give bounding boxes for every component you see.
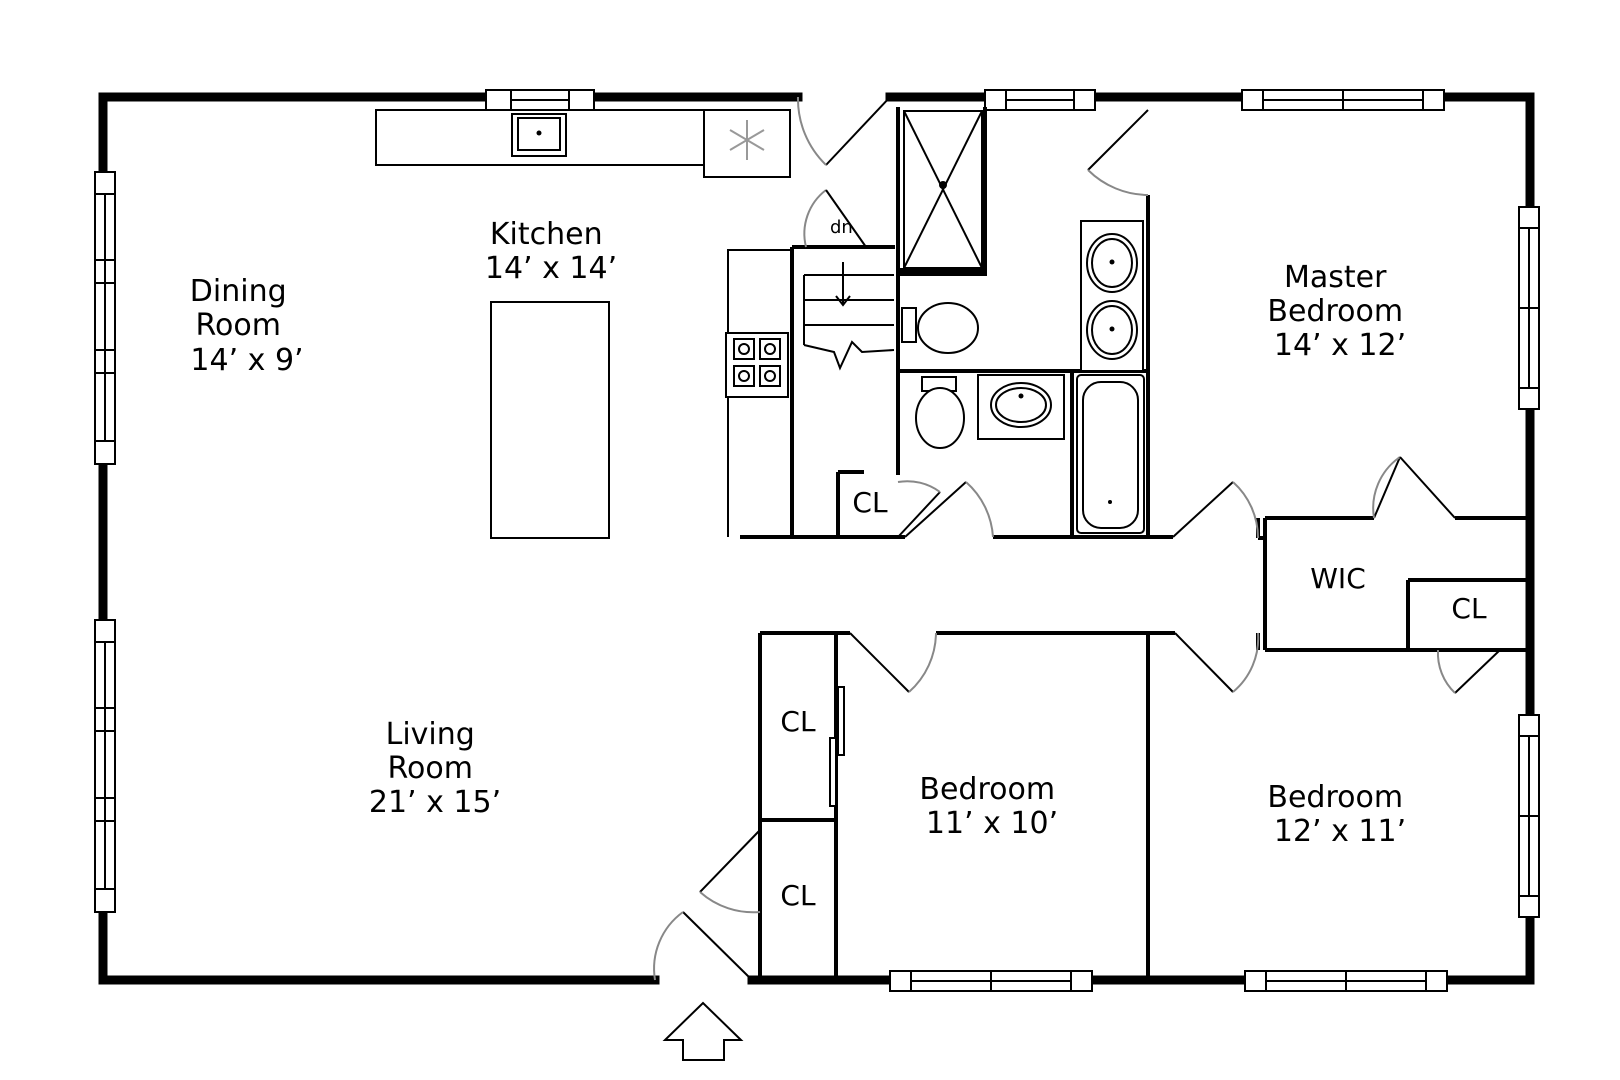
wic-closet-label: CL [1451, 592, 1487, 625]
snowflake-icon [729, 120, 765, 160]
interior-walls [740, 107, 1530, 980]
dining-room-label: Dining Room 14’ x 9’ [190, 274, 304, 378]
toilet-master-tank [901, 307, 917, 343]
bedroom-right-label: Bedroom 12’ x 11’ [1267, 780, 1412, 849]
toilet-master [917, 302, 979, 354]
window-bedroom-right-bottom [1244, 970, 1448, 992]
window-master-right [1518, 206, 1540, 410]
kitchen-label: Kitchen 14’ x 14’ [485, 217, 617, 286]
kitchen-closet-label: CL [852, 486, 888, 519]
closet-labels: CL WIC CL CL CL [780, 486, 1487, 912]
window-living-left [94, 619, 116, 913]
bathtub [1076, 374, 1145, 534]
window-bedroom-mid-bottom [889, 970, 1093, 992]
living-room-label: Living Room 21’ x 15’ [369, 717, 501, 820]
hall-closet-lower-label: CL [780, 879, 816, 912]
hall-closet-upper-label: CL [780, 705, 816, 738]
bath-fixtures [901, 110, 1145, 534]
room-labels: Dining Room 14’ x 9’ Kitchen 14’ x 14’ M… [190, 217, 1412, 849]
bedroom-mid-label: Bedroom 11’ x 10’ [919, 772, 1064, 841]
window-kitchen-top [485, 89, 595, 111]
refrigerator [703, 109, 791, 178]
window-dining-left [94, 171, 116, 465]
kitchen-island [490, 301, 610, 539]
master-bedroom-label: Master Bedroom 14’ x 12’ [1267, 260, 1412, 363]
window-bath-top [984, 89, 1096, 111]
side-counter [727, 249, 792, 537]
stairs-label: dn [830, 217, 853, 238]
stairs: dn [803, 217, 895, 371]
window-master-top [1241, 89, 1445, 111]
entry-arrow-icon [662, 1001, 744, 1061]
doors [653, 96, 1501, 981]
hall-sink [990, 382, 1052, 428]
windows [94, 89, 1540, 992]
wic-label: WIC [1310, 562, 1366, 595]
toilet-hall [915, 387, 965, 449]
window-bedroom-right [1518, 714, 1540, 918]
kitchen-fixtures [375, 109, 792, 539]
